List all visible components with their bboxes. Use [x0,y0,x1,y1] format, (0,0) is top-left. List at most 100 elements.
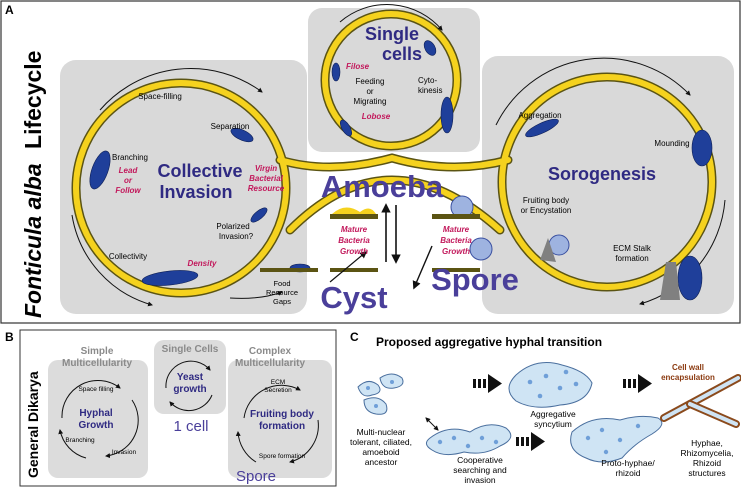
complex-title-2: Multicellularity [235,358,305,369]
label-cytokinesis-2: kinesis [418,86,442,95]
hyphae-2: Rhizomycelia, [681,448,734,458]
title-species: Fonticula alba [20,163,46,318]
label-density: Density [188,259,217,268]
cell-stalk [677,255,703,301]
label-ecm-1: ECM Stalk [613,244,652,253]
syncytium-blob [508,362,593,408]
label-virgin-2: Bacterial [249,174,284,183]
label-mature-right-3: Growth [442,247,470,256]
ancestor-2: tolerant, ciliated, [350,437,412,447]
cooperative-1: Cooperative [457,455,503,465]
cell-collectivity [141,270,199,286]
cell-wall-2: encapsulation [661,373,715,382]
cyst-title: Cyst [320,280,387,315]
label-ecm-2: formation [615,254,648,263]
fruiting-b-1: Fruiting body [250,409,314,420]
sorogenesis-title: Sorogenesis [548,164,656,184]
collective-bg [60,60,307,314]
bacteria-mats [260,207,480,272]
transition-arrows [425,374,652,451]
label-branching-b: Branching [65,437,95,444]
cell-lobose [340,119,352,137]
ancestor-3: amoeboid [362,447,400,457]
amoeba-title: Amoeba [321,169,444,204]
proto-1: Proto-hyphae/ [601,458,655,468]
panel-a-letter: A [5,3,14,17]
label-virgin-1: Virgin [255,164,277,173]
ancestor-1: Multi-nuclear [357,427,406,437]
cell-mounding [691,129,713,167]
panel-c-title: Proposed aggregative hyphal transition [376,335,602,349]
single-bg [154,340,226,414]
ecm-2-b: Secretion [264,387,292,394]
single-cells-title-1: Single [365,24,419,44]
label-food-1: Food [273,279,290,288]
collective-title-2: Invasion [159,182,232,202]
label-branching: Branching [112,153,148,162]
label-feeding-3: Migrating [354,97,387,106]
spore-title: Spore [431,262,519,297]
title-lifecycle: Lifecycle [20,51,46,149]
simple-bg [48,360,148,478]
cell-single [423,40,437,56]
label-mature-right-1: Mature [443,225,470,234]
hyphal-1: Hyphal [79,408,113,419]
proto-2: rhizoid [615,468,640,478]
label-feeding-2: or [366,87,373,96]
cell-aggregation [525,118,559,138]
arrow-to-spore [412,245,433,290]
ancestor-cells [357,373,404,415]
fruiting-stalk [540,238,556,262]
label-collectivity: Collectivity [109,252,147,261]
syncytium-2: syncytium [534,419,572,429]
svg-text:General Dikarya: General Dikarya [25,371,41,478]
cell-filose [331,62,341,82]
food-gap-mat [260,268,318,272]
collective-title-1: Collective [157,161,242,181]
single-title: Single Cells [162,344,219,355]
panel-b-cycles [58,360,319,464]
ecm-1-b: ECM [271,379,285,386]
dikarya-label: General Dikarya [25,371,41,478]
label-space-filling-b: Space filling [78,386,113,393]
label-feeding-1: Feeding [356,77,385,86]
proto-hyphae-blob [570,415,663,463]
cooperative-2: searching and [453,465,507,475]
yeast-2: growth [173,384,206,395]
label-invasion-b: Invasion [112,449,137,456]
cooperative-blob [426,424,512,456]
single-cells-title-2: cells [382,44,422,64]
label-mature-right-2: Bacteria [440,236,472,245]
label-cytokinesis-1: Cyto- [418,76,437,85]
ecm-stalk [660,262,680,300]
label-separation: Separation [211,122,250,131]
label-or: or [124,176,133,185]
panel-b-border [19,329,337,487]
cell-polarized [250,207,268,223]
complex-title-1: Complex [249,346,292,357]
svg-text:Fonticula alba Lifecyc: Fonticula alba Lifecycle [20,51,46,318]
arrow-cyst-loop [329,251,368,283]
yeast-1: Yeast [177,372,204,383]
label-fruiting-2: or Encystation [521,206,572,215]
complex-bg [228,360,332,478]
cell-separation [230,127,254,143]
hyphae-4: structures [688,468,725,478]
cooperative-3: invasion [464,475,495,485]
label-space-filling: Space-filling [138,92,182,101]
label-aggregation: Aggregation [518,111,561,120]
hyphal-2: Growth [79,420,114,431]
ancestor-4: ancestor [365,457,398,467]
simple-title-2: Multicellularity [62,358,132,369]
label-lead: Lead [119,166,139,175]
label-follow: Follow [115,186,141,195]
panel-b-letter: B [5,330,14,344]
spore-balls [450,195,680,300]
hyphae-1: Hyphae, [691,438,723,448]
label-polarized-1: Polarized [216,222,249,231]
label-food-2: Resource [266,288,298,297]
cell-cytokinesis [440,96,454,134]
label-filose: Filose [346,62,370,71]
label-mounding: Mounding [654,139,689,148]
